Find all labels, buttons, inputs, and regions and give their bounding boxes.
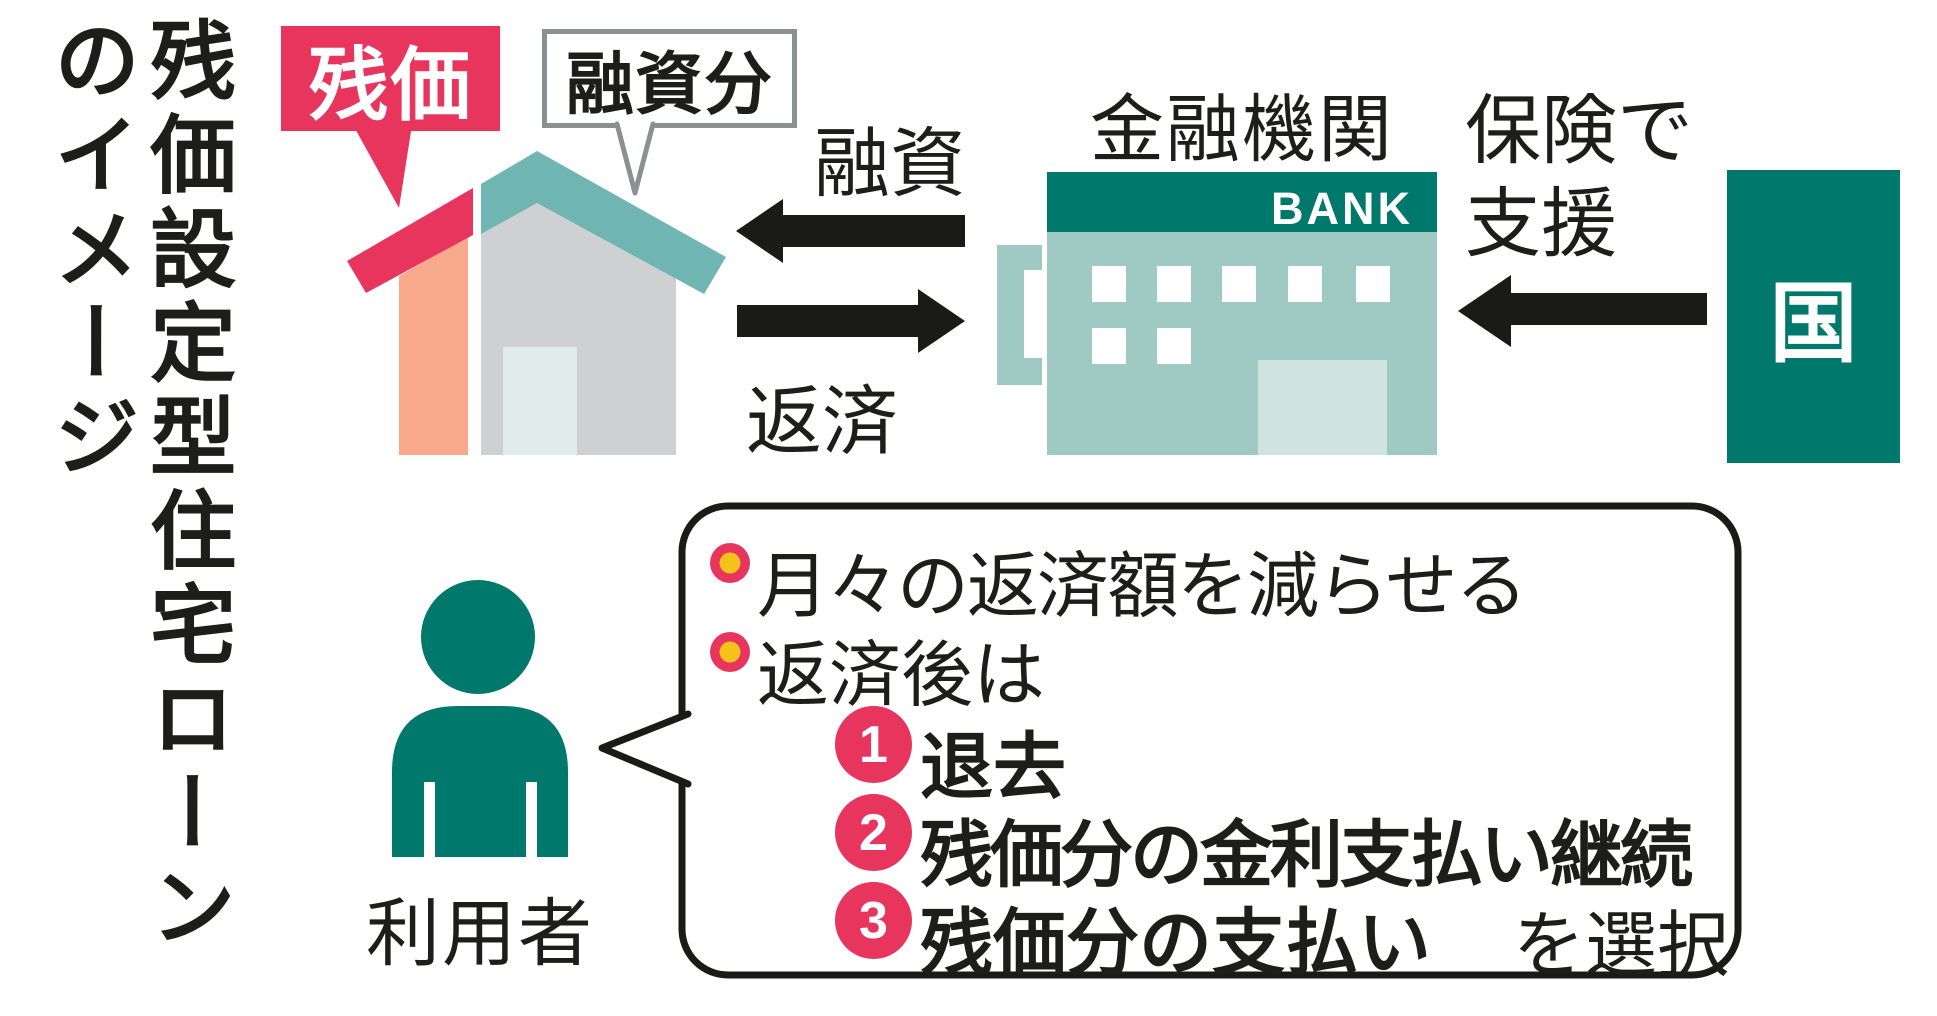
loan-arrow-label: 融資 — [814, 122, 966, 207]
bullet-icon-center — [719, 552, 741, 574]
yushibun-callout-tail-outline — [614, 121, 656, 196]
bank-window — [1157, 328, 1191, 364]
bank-annex — [997, 245, 1042, 385]
yushibun-callout: 融資分 — [542, 29, 797, 128]
option-3-badge: 3 — [835, 882, 912, 959]
bank-window — [1092, 328, 1126, 364]
option-1-badge: 1 — [835, 706, 912, 783]
bank-entrance — [1258, 360, 1387, 455]
bank-window — [1157, 266, 1191, 302]
user-label: 利用者 — [366, 892, 594, 975]
yushibun-callout-tail — [616, 121, 654, 194]
insurance-arrow — [1458, 275, 1707, 347]
bank-annex-slot — [1024, 270, 1042, 358]
bubble-bullet-2: 返済後は — [757, 636, 1046, 716]
bullet-icon — [710, 543, 750, 583]
house-loan-roof — [481, 151, 726, 294]
house-residual-roof — [347, 188, 473, 293]
user-icon-body — [392, 706, 568, 857]
option-3-text: 残価分の支払い — [920, 903, 1431, 984]
user-icon-arm-line — [526, 782, 537, 857]
house-body — [481, 198, 676, 455]
yushibun-callout-label: 融資分 — [565, 47, 773, 123]
house-door — [503, 347, 577, 455]
bank-window — [1356, 266, 1390, 302]
bullet-icon-center — [719, 641, 741, 663]
speech-bubble-tail — [602, 712, 697, 786]
user-icon-arm-line — [424, 782, 435, 857]
government-label: 国 — [1769, 274, 1858, 373]
bank-window — [1222, 266, 1256, 302]
page-title: 残価設定型住宅ローン のイメージ — [40, 16, 233, 956]
option-2-badge: 2 — [835, 794, 912, 871]
bank-title: 金融機関 — [1090, 88, 1394, 171]
zanka-callout: 残価 — [281, 26, 500, 131]
bullet-icon — [710, 632, 750, 672]
house-residual-wall — [399, 237, 468, 455]
option-suffix-text: を選択 — [1513, 906, 1730, 986]
government-label-box: 国 — [1727, 170, 1900, 463]
option-2-number: 2 — [859, 803, 888, 862]
repay-arrow-label: 返済 — [746, 380, 898, 465]
option-3-number: 3 — [859, 891, 888, 950]
zanka-callout-tail — [353, 125, 412, 208]
bank-sign: BANK — [1271, 183, 1413, 234]
speech-bubble-tail-outline — [598, 710, 692, 788]
option-1-number: 1 — [859, 715, 888, 774]
bank-window — [1288, 266, 1322, 302]
zanka-callout-label: 残価 — [308, 40, 473, 130]
bank-window — [1092, 266, 1126, 302]
bank-building-body — [1047, 232, 1437, 455]
user-icon-head — [421, 580, 535, 694]
repay-arrow — [737, 289, 965, 353]
insurance-arrow-label: 保険で 支援 — [1465, 89, 1693, 267]
